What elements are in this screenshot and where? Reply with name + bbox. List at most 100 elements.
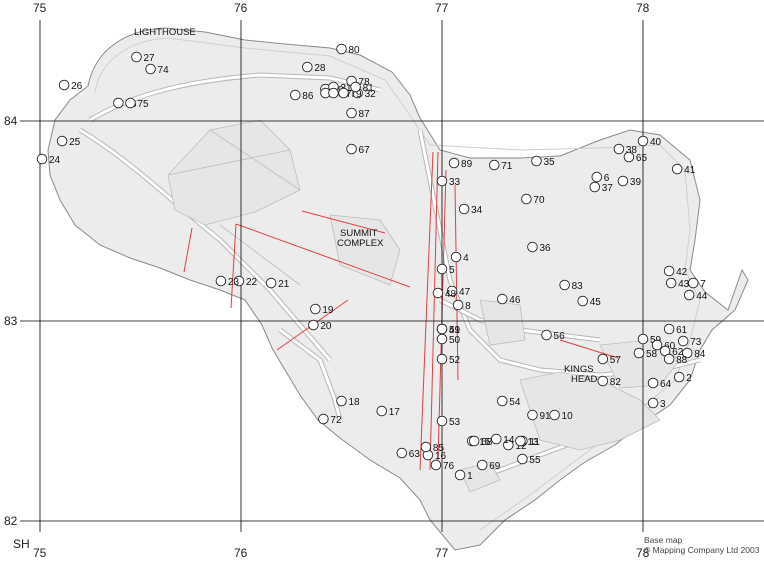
site-circle[interactable] — [450, 251, 462, 263]
site-circle[interactable] — [647, 397, 659, 409]
site-circle[interactable] — [617, 175, 629, 187]
site-circle[interactable] — [396, 447, 408, 459]
site-circle[interactable] — [125, 97, 136, 109]
site-marker-55[interactable]: 55 — [517, 453, 541, 466]
site-marker-40[interactable]: 40 — [637, 135, 662, 148]
site-marker-5[interactable]: 5 — [436, 263, 455, 276]
site-marker-68[interactable]: 68 — [468, 435, 493, 448]
site-marker-28[interactable]: 28 — [302, 61, 326, 74]
site-marker-73[interactable]: 73 — [677, 335, 702, 348]
site-circle[interactable] — [446, 285, 458, 297]
site-marker-67[interactable]: 67 — [346, 143, 370, 156]
site-circle[interactable] — [436, 333, 448, 345]
site-marker-54[interactable]: 54 — [497, 395, 521, 408]
site-marker-76[interactable]: 76 — [430, 459, 455, 472]
site-circle[interactable] — [328, 87, 339, 99]
site-marker-36[interactable]: 36 — [527, 241, 551, 254]
site-circle[interactable] — [420, 441, 432, 453]
site-circle[interactable] — [336, 43, 347, 55]
site-circle[interactable] — [549, 409, 560, 421]
site-marker-69[interactable]: 69 — [476, 459, 501, 472]
site-marker-17[interactable]: 17 — [376, 405, 400, 418]
site-marker-7[interactable]: 7 — [688, 277, 706, 290]
site-circle[interactable] — [633, 347, 645, 359]
site-circle[interactable] — [350, 81, 361, 93]
site-circle[interactable] — [436, 323, 448, 335]
site-marker-89[interactable]: 89 — [448, 157, 473, 170]
site-circle[interactable] — [489, 159, 500, 171]
site-circle[interactable] — [56, 135, 68, 147]
site-circle[interactable] — [58, 79, 70, 91]
site-marker-46[interactable]: 46 — [497, 293, 521, 306]
site-marker-61[interactable]: 61 — [663, 323, 688, 336]
site-marker-12[interactable]: 12 — [503, 439, 527, 452]
site-circle[interactable] — [265, 277, 277, 289]
site-circle[interactable] — [663, 265, 675, 277]
site-circle[interactable] — [683, 289, 695, 301]
site-circle[interactable] — [131, 51, 142, 63]
site-circle[interactable] — [651, 339, 663, 351]
site-circle[interactable] — [436, 353, 448, 365]
site-circle[interactable] — [637, 333, 649, 345]
site-circle[interactable] — [681, 347, 693, 359]
site-marker-64[interactable]: 64 — [647, 377, 672, 390]
site-marker-19[interactable]: 19 — [310, 303, 334, 316]
site-circle[interactable] — [346, 107, 357, 119]
site-circle[interactable] — [233, 275, 245, 287]
site-marker-83[interactable]: 83 — [559, 279, 583, 292]
site-circle[interactable] — [521, 193, 532, 205]
site-circle[interactable] — [527, 241, 538, 253]
site-marker-8[interactable]: 8 — [452, 299, 471, 312]
site-marker-87[interactable]: 87 — [346, 107, 370, 120]
site-circle[interactable] — [541, 329, 552, 341]
site-marker-2[interactable]: 2 — [673, 371, 692, 384]
site-circle[interactable] — [454, 469, 466, 481]
site-marker-60[interactable]: 60 — [651, 339, 676, 352]
site-circle[interactable] — [430, 459, 442, 471]
site-marker-42[interactable]: 42 — [663, 265, 688, 278]
site-circle[interactable] — [476, 459, 488, 471]
site-marker-47[interactable]: 47 — [446, 285, 471, 298]
site-circle[interactable] — [336, 395, 347, 407]
site-marker-24[interactable]: 24 — [36, 153, 61, 166]
site-circle[interactable] — [290, 89, 301, 101]
site-marker-4[interactable]: 4 — [450, 251, 469, 264]
site-marker-25[interactable]: 25 — [56, 135, 81, 148]
site-marker-52[interactable]: 52 — [436, 353, 461, 366]
site-circle[interactable] — [491, 433, 502, 445]
site-circle[interactable] — [468, 435, 480, 447]
site-marker-1[interactable]: 1 — [454, 469, 473, 482]
site-circle[interactable] — [448, 157, 460, 169]
site-marker-85[interactable]: 85 — [420, 441, 444, 454]
site-circle[interactable] — [113, 97, 124, 109]
site-circle[interactable] — [436, 415, 448, 427]
site-marker-22[interactable]: 22 — [233, 275, 258, 288]
site-marker-80[interactable]: 80 — [336, 43, 360, 56]
site-marker-33[interactable]: 33 — [436, 175, 461, 188]
site-circle[interactable] — [436, 175, 448, 187]
site-circle[interactable] — [663, 323, 675, 335]
site-circle[interactable] — [597, 353, 609, 365]
site-marker-34[interactable]: 34 — [458, 203, 483, 216]
site-circle[interactable] — [338, 87, 349, 99]
site-marker-41[interactable]: 41 — [671, 163, 696, 176]
site-marker-65[interactable]: 65 — [623, 151, 647, 164]
site-circle[interactable] — [577, 295, 588, 307]
site-marker-10[interactable]: 10 — [549, 409, 573, 422]
site-marker-23[interactable]: 23 — [215, 275, 239, 288]
site-marker-71[interactable]: 71 — [489, 159, 513, 172]
site-marker-70[interactable]: 70 — [521, 193, 545, 206]
site-circle[interactable] — [589, 181, 601, 193]
site-circle[interactable] — [432, 287, 444, 299]
site-circle[interactable] — [663, 353, 675, 365]
site-marker-38[interactable]: 38 — [613, 143, 637, 156]
site-circle[interactable] — [517, 453, 528, 465]
site-circle[interactable] — [647, 377, 659, 389]
site-marker-13[interactable]: 13 — [515, 435, 539, 448]
site-circle[interactable] — [346, 143, 357, 155]
site-circle[interactable] — [318, 413, 329, 425]
site-circle[interactable] — [145, 63, 156, 75]
site-circle[interactable] — [36, 153, 48, 165]
